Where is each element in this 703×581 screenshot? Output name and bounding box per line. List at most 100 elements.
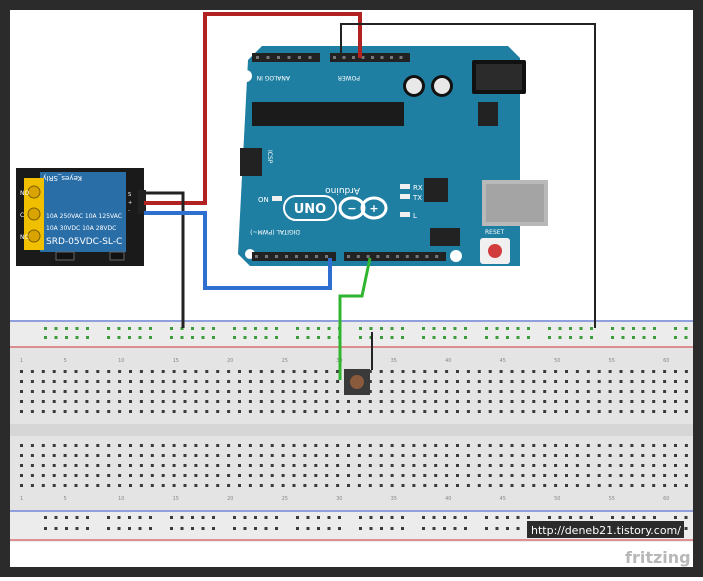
breadboard-hole[interactable] [296, 327, 299, 330]
breadboard-hole[interactable] [303, 370, 307, 373]
breadboard-hole[interactable] [642, 516, 646, 519]
breadboard-hole[interactable] [445, 390, 449, 393]
breadboard-hole[interactable] [434, 454, 438, 457]
breadboard-hole[interactable] [608, 444, 612, 447]
breadboard-hole[interactable] [139, 400, 143, 403]
breadboard-hole[interactable] [558, 336, 562, 339]
breadboard-hole[interactable] [532, 410, 536, 413]
breadboard-hole[interactable] [575, 444, 579, 447]
breadboard-hole[interactable] [390, 527, 394, 530]
breadboard-hole[interactable] [379, 444, 383, 447]
breadboard-hole[interactable] [30, 444, 34, 447]
breadboard-hole[interactable] [597, 410, 601, 413]
breadboard-hole[interactable] [85, 464, 89, 467]
breadboard-hole[interactable] [554, 464, 558, 467]
breadboard-hole[interactable] [65, 327, 68, 330]
breadboard-hole[interactable] [44, 516, 47, 519]
breadboard-hole[interactable] [303, 410, 307, 413]
breadboard-hole[interactable] [150, 484, 154, 487]
header-pin[interactable] [333, 56, 336, 59]
breadboard-hole[interactable] [652, 444, 656, 447]
breadboard-hole[interactable] [63, 370, 67, 373]
breadboard-hole[interactable] [506, 336, 509, 339]
breadboard-hole[interactable] [63, 410, 67, 413]
breadboard-hole[interactable] [139, 484, 143, 487]
breadboard-hole[interactable] [379, 390, 383, 393]
breadboard-hole[interactable] [597, 370, 601, 373]
breadboard-hole[interactable] [357, 444, 361, 447]
breadboard-hole[interactable] [684, 400, 688, 403]
breadboard-hole[interactable] [499, 370, 503, 373]
breadboard-hole[interactable] [54, 527, 58, 530]
breadboard-hole[interactable] [227, 464, 231, 467]
breadboard-hole[interactable] [445, 444, 449, 447]
wire-relay-gnd-to-rail[interactable] [144, 191, 185, 328]
breadboard-hole[interactable] [432, 516, 436, 519]
breadboard-hole[interactable] [52, 464, 56, 467]
breadboard-hole[interactable] [575, 484, 579, 487]
breadboard-hole[interactable] [74, 380, 78, 383]
breadboard-hole[interactable] [390, 464, 394, 467]
breadboard-hole[interactable] [96, 370, 100, 373]
breadboard-hole[interactable] [194, 410, 198, 413]
breadboard-hole[interactable] [63, 380, 67, 383]
breadboard-hole[interactable] [510, 484, 514, 487]
wire-arduino-gnd-to-rail[interactable] [340, 23, 596, 328]
breadboard-hole[interactable] [390, 336, 394, 339]
breadboard-hole[interactable] [191, 527, 194, 530]
breadboard-hole[interactable] [464, 336, 467, 339]
breadboard-hole[interactable] [369, 327, 373, 330]
breadboard-hole[interactable] [63, 464, 67, 467]
breadboard-hole[interactable] [423, 474, 427, 477]
breadboard-hole[interactable] [281, 474, 285, 477]
header-pin[interactable] [366, 255, 370, 258]
breadboard-hole[interactable] [565, 400, 568, 403]
breadboard-hole[interactable] [296, 527, 299, 530]
breadboard-hole[interactable] [368, 464, 372, 467]
breadboard-hole[interactable] [259, 410, 263, 413]
breadboard-hole[interactable] [303, 400, 307, 403]
breadboard-hole[interactable] [270, 380, 274, 383]
breadboard-hole[interactable] [663, 444, 667, 447]
breadboard-hole[interactable] [52, 380, 56, 383]
breadboard-hole[interactable] [652, 410, 656, 413]
breadboard-hole[interactable] [347, 410, 350, 413]
breadboard-hole[interactable] [139, 444, 143, 447]
breadboard-hole[interactable] [379, 370, 383, 373]
breadboard-hole[interactable] [543, 454, 547, 457]
breadboard-hole[interactable] [264, 516, 268, 519]
breadboard-hole[interactable] [107, 380, 111, 383]
breadboard-hole[interactable] [41, 390, 45, 393]
breadboard-hole[interactable] [369, 516, 373, 519]
breadboard-hole[interactable] [65, 527, 68, 530]
breadboard-hole[interactable] [20, 410, 23, 413]
breadboard-hole[interactable] [227, 410, 231, 413]
breadboard-hole[interactable] [281, 390, 285, 393]
breadboard-hole[interactable] [357, 484, 361, 487]
reset-button-cap[interactable] [488, 244, 502, 258]
breadboard-hole[interactable] [380, 516, 383, 519]
breadboard-hole[interactable] [138, 327, 142, 330]
breadboard-hole[interactable] [129, 474, 132, 477]
header-pin[interactable] [425, 255, 429, 258]
breadboard-hole[interactable] [63, 400, 67, 403]
breadboard-hole[interactable] [205, 380, 209, 383]
breadboard-hole[interactable] [575, 410, 579, 413]
header-pin[interactable] [275, 255, 278, 258]
breadboard-hole[interactable] [63, 444, 67, 447]
breadboard-hole[interactable] [248, 400, 252, 403]
header-pin[interactable] [380, 56, 384, 59]
breadboard-hole[interactable] [183, 380, 187, 383]
breadboard-hole[interactable] [575, 370, 579, 373]
breadboard-hole[interactable] [259, 444, 263, 447]
breadboard-hole[interactable] [412, 390, 416, 393]
breadboard-hole[interactable] [270, 370, 274, 373]
breadboard-hole[interactable] [565, 484, 568, 487]
breadboard-hole[interactable] [238, 400, 241, 403]
breadboard-hole[interactable] [543, 444, 547, 447]
breadboard-hole[interactable] [466, 410, 470, 413]
breadboard-hole[interactable] [521, 400, 525, 403]
breadboard-hole[interactable] [565, 390, 568, 393]
breadboard-hole[interactable] [270, 410, 274, 413]
breadboard-hole[interactable] [74, 454, 78, 457]
